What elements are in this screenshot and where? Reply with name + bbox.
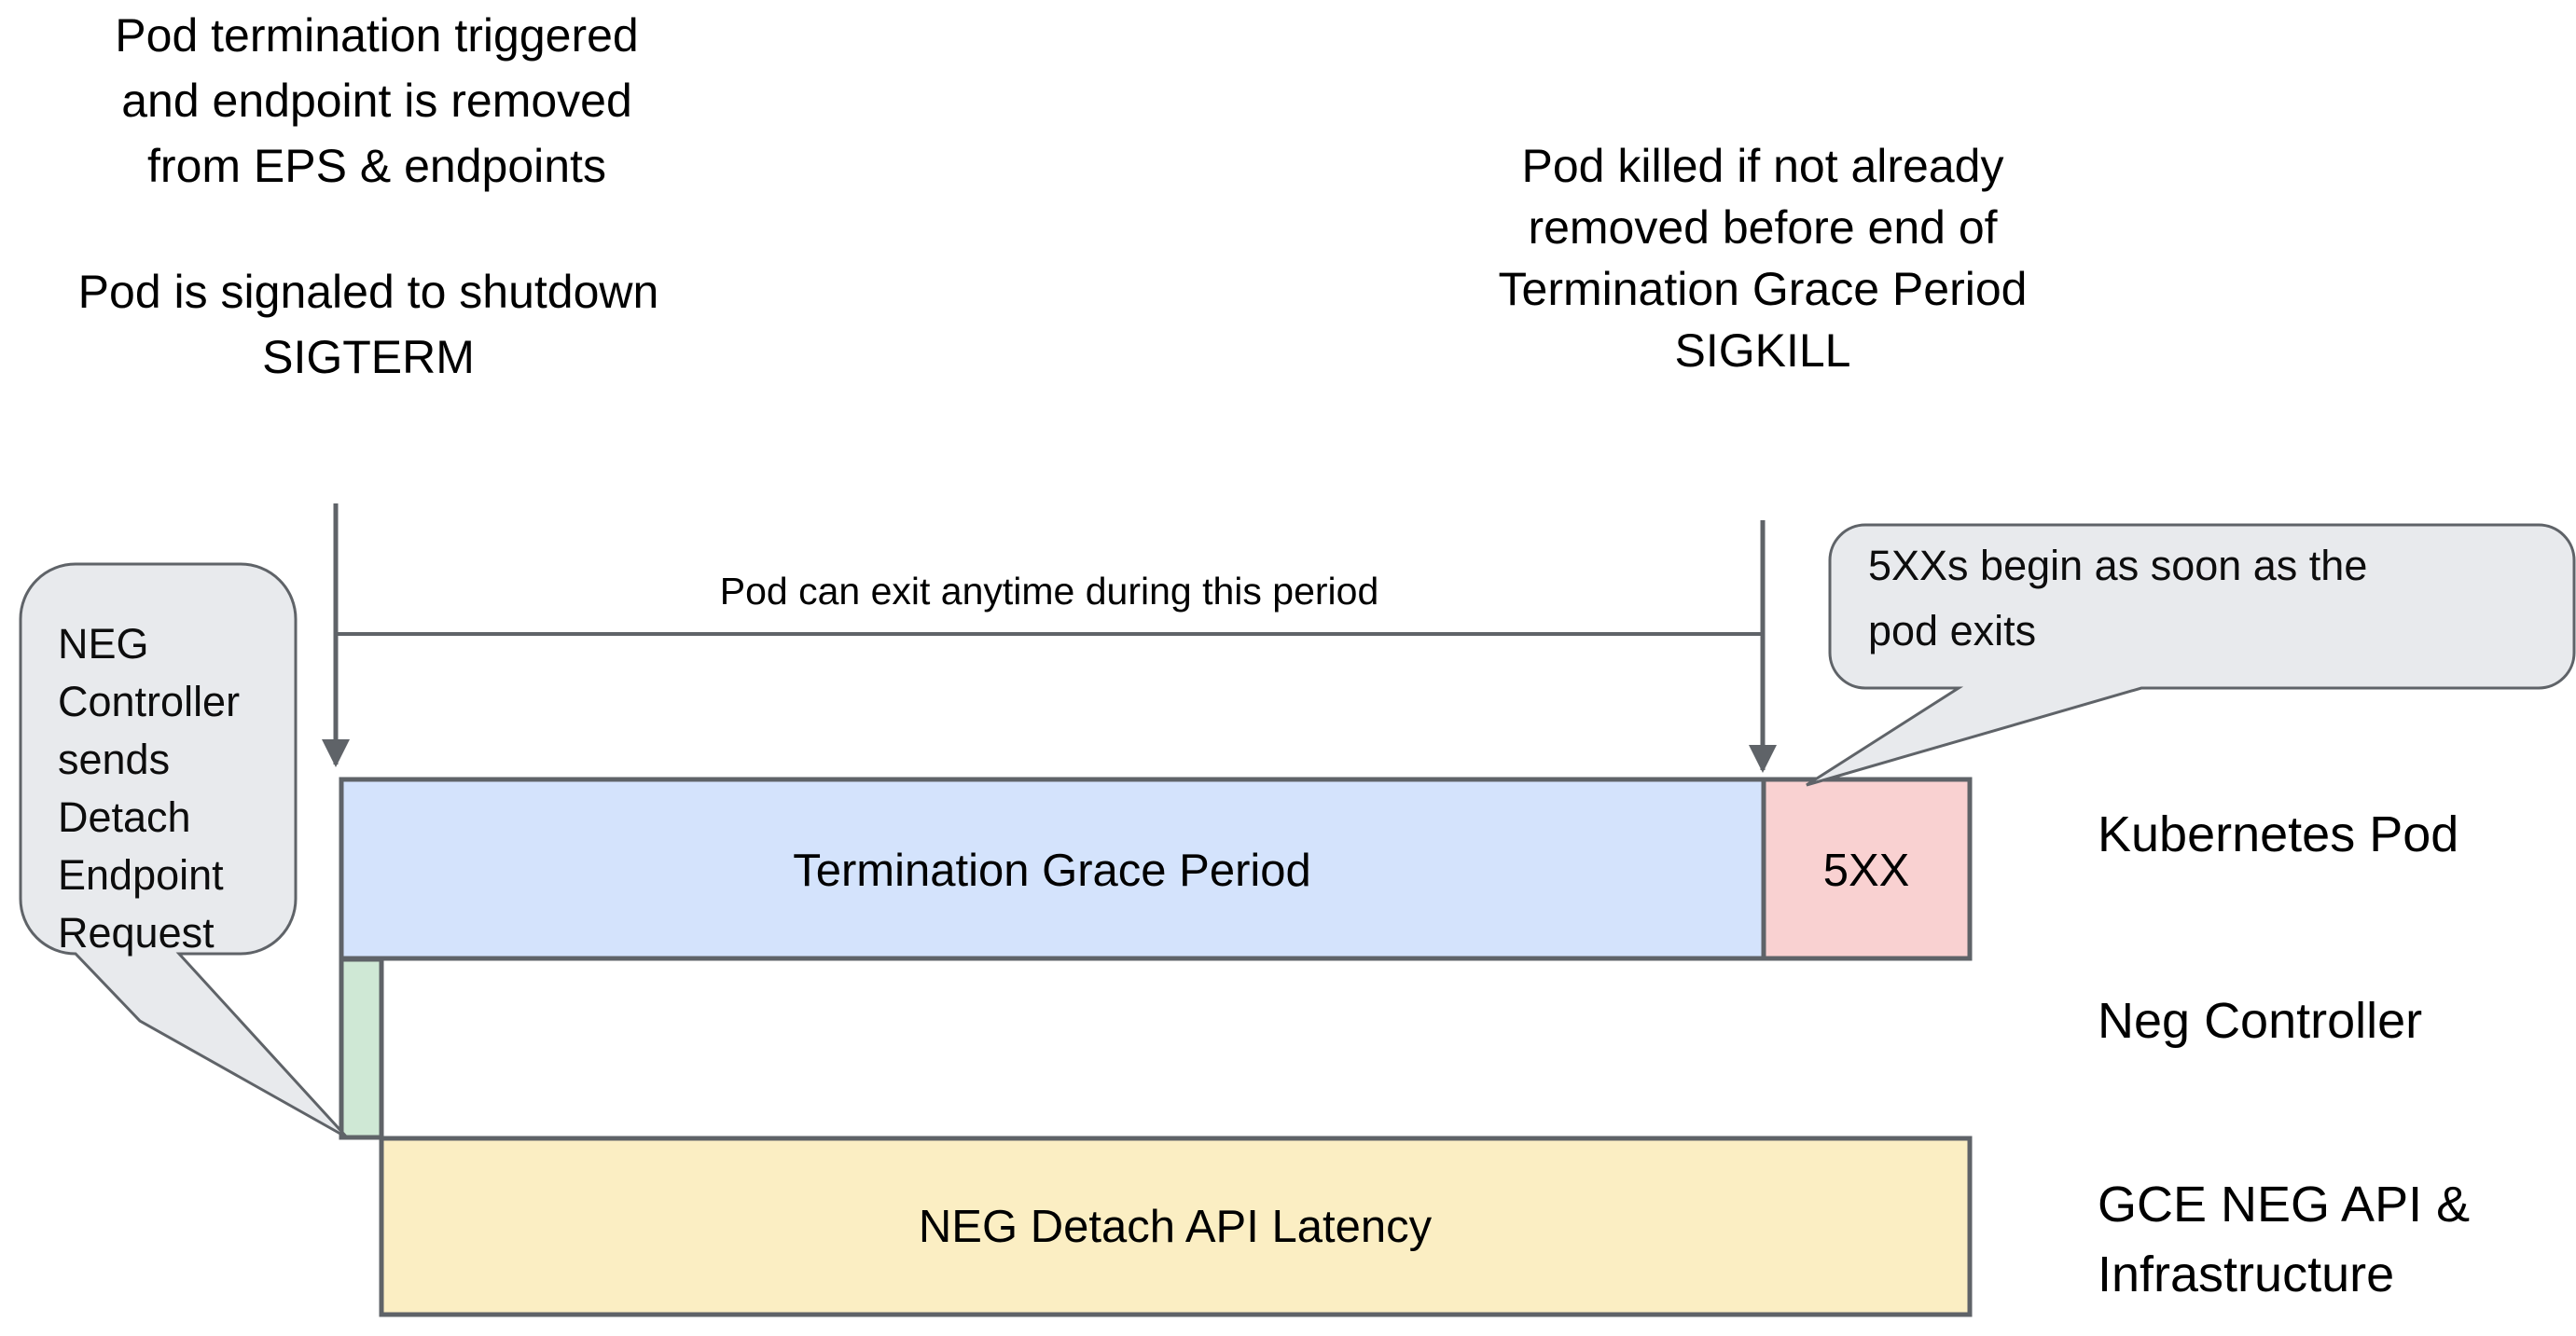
bar-neg-detach-api-latency — [379, 1136, 1973, 1317]
right-note-line-3: Termination Grace Period — [1499, 263, 2028, 315]
neg-callout-line-2: Controller — [58, 678, 240, 725]
right-note-line-4: SIGKILL — [1675, 324, 1851, 377]
left-note-line-1: Pod termination triggered — [115, 9, 638, 62]
lane-label-gce-neg-api-line-1: GCE NEG API & — [2098, 1177, 2470, 1233]
neg-callout-line-5: Endpoint — [58, 851, 224, 899]
neg-callout-line-1: NEG — [58, 620, 149, 668]
exit-window-span-label: Pod can exit anytime during this period — [720, 570, 1379, 613]
neg-controller-callout-shape — [19, 562, 349, 1139]
right-note-line-1: Pod killed if not already — [1522, 140, 2004, 192]
five-xx-callout: 5XXs begin as soon as the pod exits — [1806, 523, 2576, 787]
bar-termination-grace-period — [339, 777, 1766, 961]
bar-label-termination-grace-period: Termination Grace Period — [793, 846, 1311, 896]
lane-label-gce-neg-api-line-2: Infrastructure — [2098, 1246, 2394, 1302]
five-xx-callout-line-1: 5XXs begin as soon as the — [1868, 542, 2367, 589]
neg-callout-line-4: Detach — [58, 793, 191, 841]
bar-label-five-xx: 5XX — [1823, 846, 1910, 896]
right-annotation-note: Pod killed if not already removed before… — [1499, 140, 2028, 377]
left-note-line-2: and endpoint is removed — [121, 75, 632, 127]
lane-label-neg-controller: Neg Controller — [2098, 993, 2422, 1049]
left-note-line-3: from EPS & endpoints — [147, 140, 606, 192]
five-xx-callout-shape — [1806, 523, 2576, 787]
left-note-line-5: SIGTERM — [262, 331, 475, 383]
left-annotation-note: Pod termination triggered and endpoint i… — [78, 9, 659, 383]
right-note-line-2: removed before end of — [1528, 201, 1997, 254]
lane-label-kubernetes-pod: Kubernetes Pod — [2098, 806, 2458, 862]
lane-labels: Kubernetes Pod Neg Controller GCE NEG AP… — [2098, 806, 2470, 1302]
bar-label-neg-detach-api-latency: NEG Detach API Latency — [919, 1202, 1433, 1252]
neg-controller-callout: NEG Controller sends Detach Endpoint Req… — [19, 562, 349, 1139]
bar-neg-controller-detach — [339, 957, 384, 1140]
neg-callout-line-6: Request — [58, 909, 215, 957]
left-note-line-4: Pod is signaled to shutdown — [78, 266, 659, 318]
neg-callout-line-3: sends — [58, 736, 170, 783]
bar-five-xx — [1761, 777, 1973, 961]
five-xx-callout-line-2: pod exits — [1868, 607, 2036, 654]
